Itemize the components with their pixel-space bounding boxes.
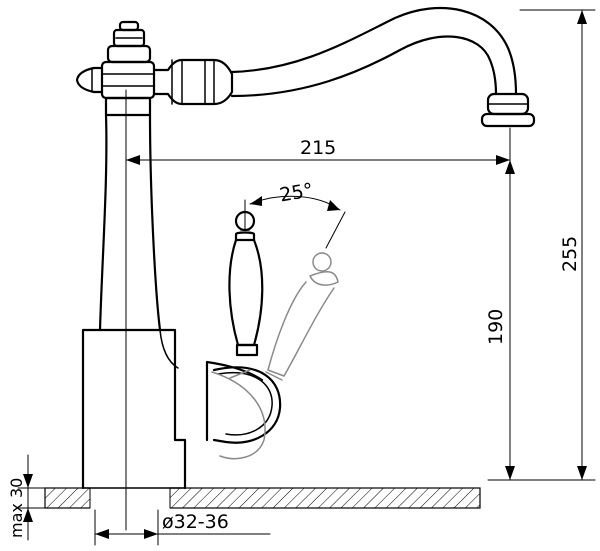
faucet-handle [205,210,282,444]
countertop [44,486,481,510]
angle-label: 25° [278,179,315,207]
reach-label: 215 [300,137,336,159]
reach-dimension: 215 [125,127,511,481]
max-thickness-label: max 30 [7,478,26,538]
angle-dimension: 25° [244,179,346,249]
faucet-body [75,20,234,531]
max-thickness-dimension: max 30 [7,454,51,541]
hole-diameter-label: ø32-36 [162,511,229,533]
total-height-dimension: 255 [487,9,596,481]
total-height-label: 255 [559,236,581,272]
spout-height-label: 190 [485,309,507,345]
spout-height-dimension: 190 [485,159,515,481]
hole-diameter-dimension: ø32-36 [94,509,271,546]
handle-rotated-position [211,252,339,460]
faucet-spout [230,6,536,128]
